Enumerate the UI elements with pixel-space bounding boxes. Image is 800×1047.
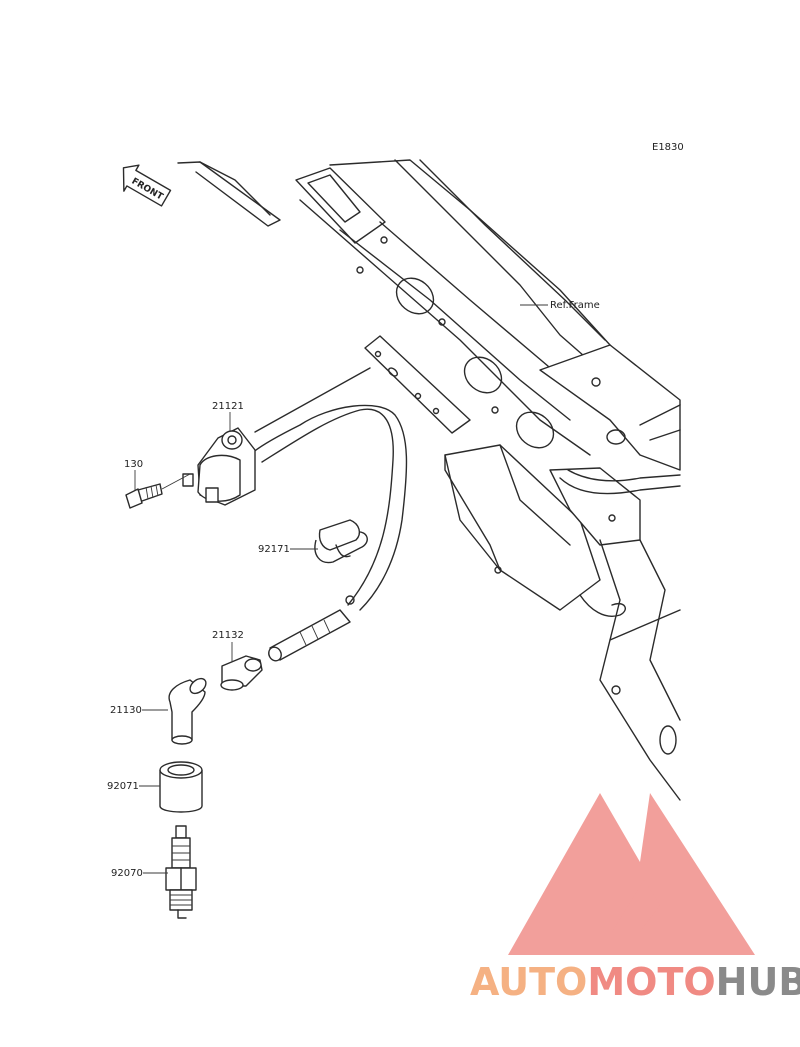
label-group-130: 130 bbox=[124, 459, 191, 490]
wire-clamp bbox=[314, 519, 368, 564]
part-number-92070: 92070 bbox=[111, 868, 143, 879]
label-group-21132: 21132 bbox=[212, 630, 244, 662]
part-number-130: 130 bbox=[124, 459, 143, 470]
frame-assembly bbox=[177, 159, 681, 801]
diagram-code: E1830 bbox=[652, 142, 684, 153]
ref-frame-label: Ref.Frame bbox=[550, 300, 600, 311]
watermark-auto: AUTO bbox=[470, 960, 587, 1004]
plug-cap-boot bbox=[159, 761, 203, 813]
bolt bbox=[125, 483, 163, 509]
spark-plug-cap bbox=[168, 677, 207, 745]
part-number-21130: 21130 bbox=[110, 705, 142, 716]
watermark-text: AUTOMOTOHUB bbox=[470, 960, 800, 1004]
label-group-92070: 92070 bbox=[111, 868, 168, 879]
part-number-21132: 21132 bbox=[212, 630, 244, 641]
label-group-92071: 92071 bbox=[107, 781, 160, 792]
part-number-21121: 21121 bbox=[212, 401, 244, 412]
ignition-coil bbox=[182, 367, 408, 611]
terminal-connector bbox=[220, 655, 263, 691]
high-tension-lead bbox=[268, 595, 355, 662]
watermark-logo-icon bbox=[508, 793, 755, 955]
watermark-moto: MOTO bbox=[587, 960, 715, 1004]
coil-mount-bracket bbox=[364, 335, 471, 434]
label-group-92171: 92171 bbox=[258, 544, 318, 555]
part-number-92071: 92071 bbox=[107, 781, 139, 792]
watermark-hub: HUB bbox=[716, 960, 800, 1004]
spark-plug bbox=[165, 825, 197, 919]
part-number-92171: 92171 bbox=[258, 544, 290, 555]
label-group-21121: 21121 bbox=[212, 401, 244, 432]
label-group-21130: 21130 bbox=[110, 705, 168, 716]
front-arrow-icon: FRONT bbox=[122, 164, 172, 207]
